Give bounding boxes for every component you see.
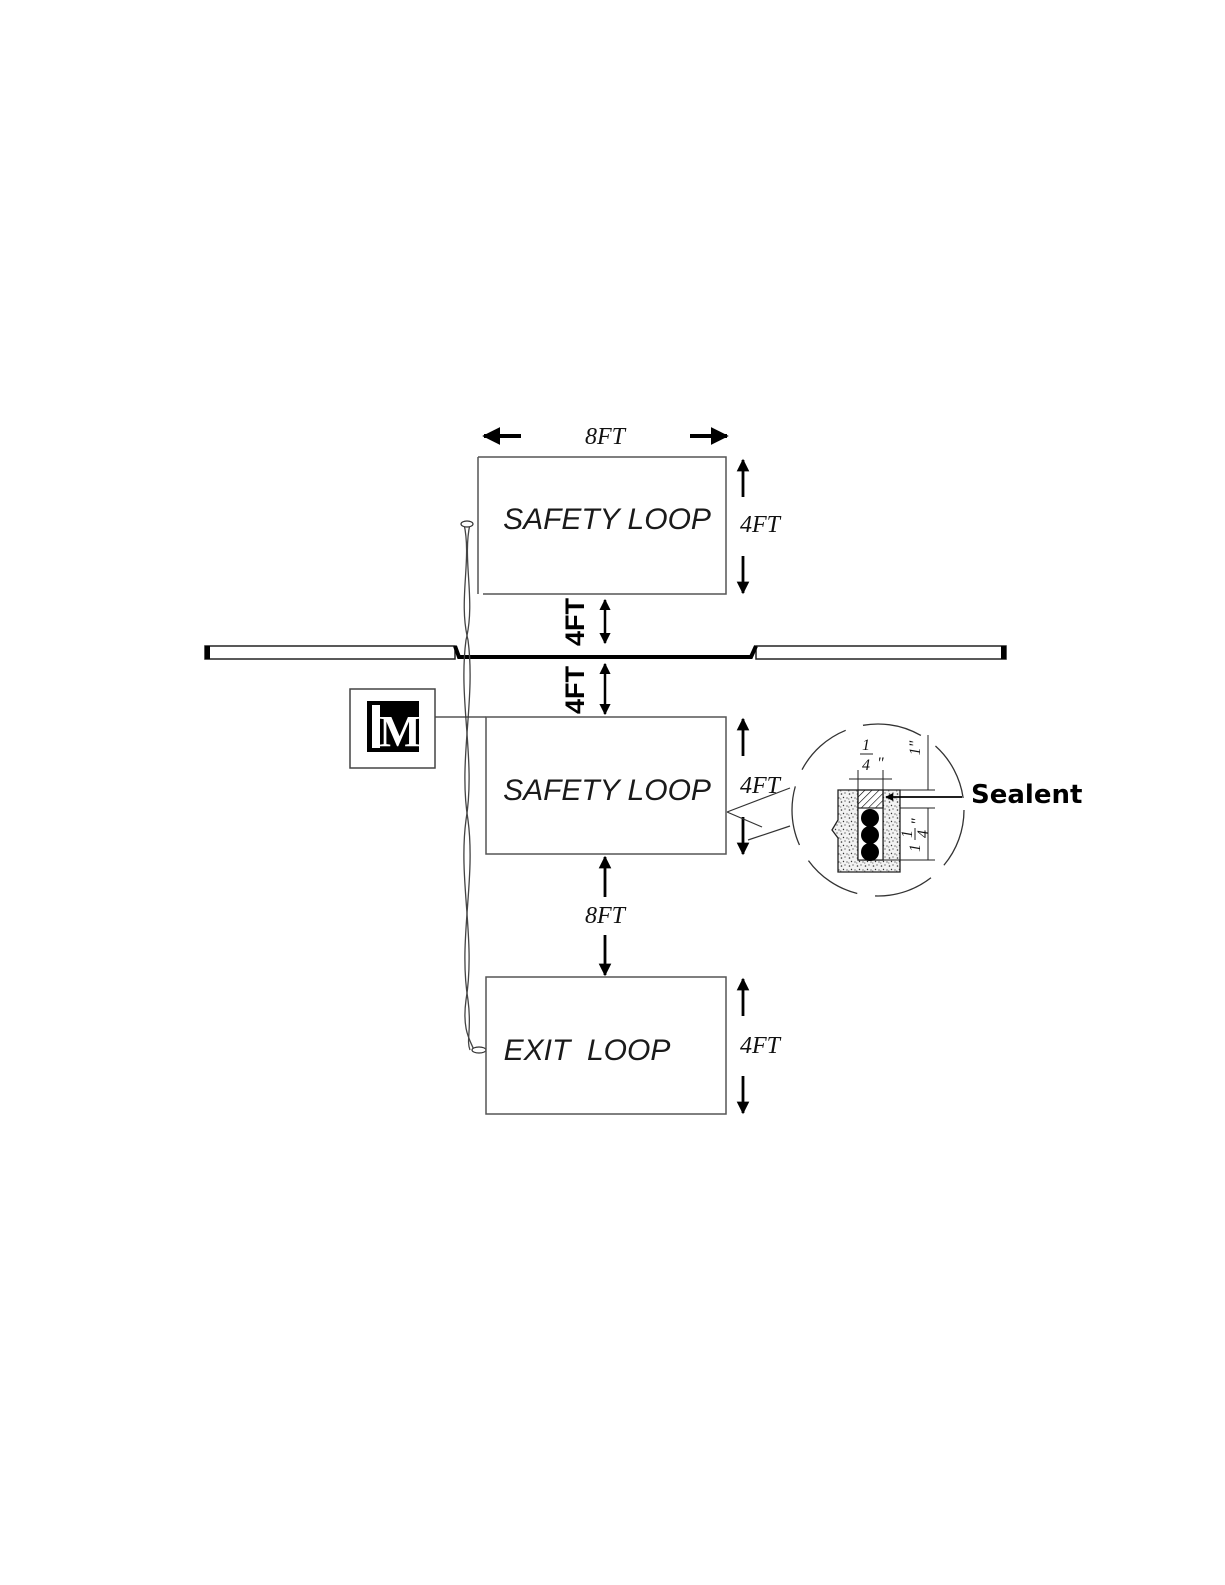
top-width-dimension: 8FT — [484, 424, 727, 450]
gate-left-end-cap — [205, 646, 210, 659]
safety-loop-middle-label: SAFETY LOOP — [503, 774, 711, 807]
loop-wire-2 — [861, 826, 879, 844]
gate-barrier — [205, 646, 1006, 659]
loop-spacing-dimension: 8FT — [585, 857, 627, 975]
operator-logo-letter: M — [379, 707, 421, 756]
loop-2-height-label: 4FT — [740, 773, 782, 799]
safety-loop-middle: SAFETY LOOP — [486, 717, 726, 854]
loop-spacing-label: 8FT — [585, 903, 627, 929]
detail-slot-depth-unit: " — [909, 818, 926, 825]
lead-wire-top-end — [461, 521, 473, 527]
loop-lead-wire — [435, 521, 486, 1053]
detail-slot-depth-numerator: 1 — [899, 830, 916, 838]
gate-right-end-cap — [1001, 646, 1006, 659]
detail-slot-depth-whole: 1 — [907, 844, 924, 852]
detail-depth-label: 1" — [907, 740, 924, 755]
saw-cut-detail: 1 4 " 1" 1 1 4 " Sealent — [727, 724, 1082, 896]
gap-below-gate-label: 4FT — [560, 665, 590, 714]
gap-below-gate-dimension: 4FT — [560, 664, 605, 714]
gate-center-opening — [455, 646, 756, 657]
gap-above-gate-dimension: 4FT — [560, 597, 605, 646]
exit-loop: EXIT LOOP — [486, 977, 726, 1114]
top-width-label: 8FT — [585, 424, 627, 450]
loop-wire-3 — [861, 843, 879, 861]
safety-loop-top: SAFETY LOOP — [478, 457, 726, 594]
loop-2-height-dimension: 4FT — [740, 719, 782, 854]
detail-width-denominator: 4 — [862, 757, 870, 774]
gate-right-rail — [756, 646, 1006, 659]
gate-left-rail — [205, 646, 455, 659]
loop-1-height-dimension: 4FT — [740, 460, 782, 593]
detail-slot-depth-denominator: 4 — [915, 830, 932, 838]
detail-leader-lower — [727, 812, 762, 827]
loop-1-height-label: 4FT — [740, 512, 782, 538]
gate-operator: M — [350, 689, 435, 768]
loop-3-height-dimension: 4FT — [740, 979, 782, 1113]
loop-3-height-label: 4FT — [740, 1033, 782, 1059]
loop-wire-1 — [861, 809, 879, 827]
sealant-fill — [858, 790, 883, 808]
lead-wire-bottom-end — [472, 1047, 486, 1053]
sealant-callout-label: Sealent — [971, 780, 1082, 810]
exit-loop-label: EXIT LOOP — [504, 1034, 671, 1067]
detail-leader-lower-2 — [748, 826, 790, 840]
detail-width-unit: " — [877, 755, 884, 772]
safety-loop-top-label: SAFETY LOOP — [503, 503, 711, 536]
detail-width-numerator: 1 — [862, 737, 870, 754]
gap-above-gate-label: 4FT — [560, 597, 590, 646]
